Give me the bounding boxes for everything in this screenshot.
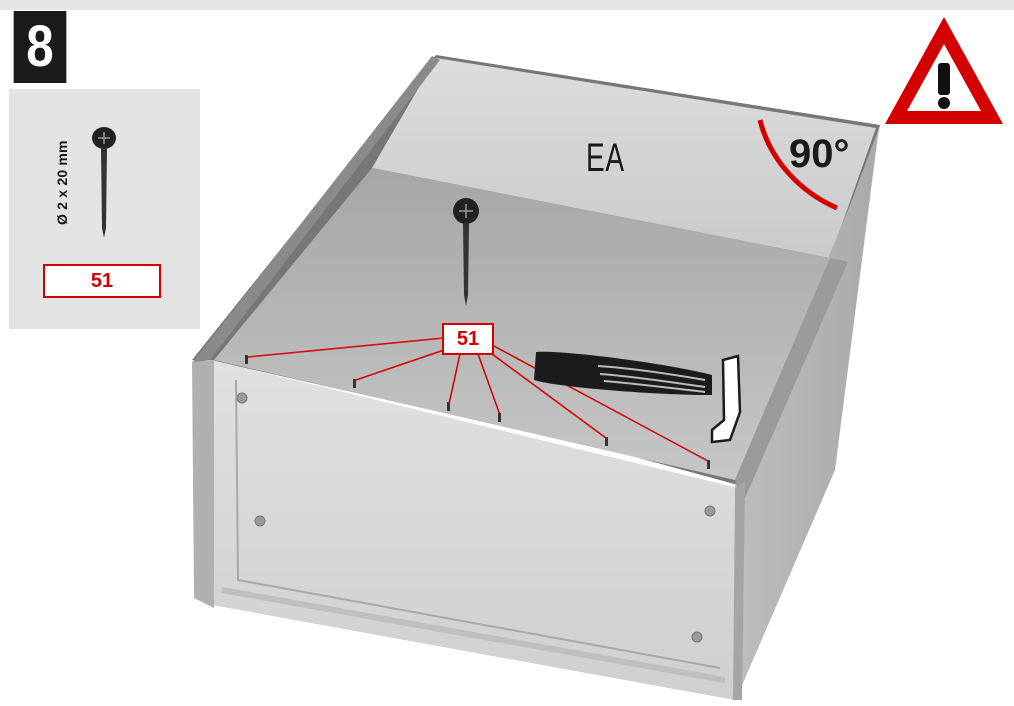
nail-markers <box>245 355 710 469</box>
step-number: 8 <box>13 11 67 83</box>
nail-size-label: Ø 2 x 20 mm <box>54 140 70 225</box>
bottom-panel <box>214 168 830 480</box>
callout-quantity-box: 51 <box>442 323 494 355</box>
front-panel <box>212 360 738 700</box>
angle-label: 90° <box>789 132 850 176</box>
back-panel-ea <box>372 58 876 258</box>
warning-triangle-icon <box>885 17 1003 124</box>
right-angle-arc <box>757 119 838 211</box>
nail-icon <box>92 127 116 238</box>
nail-quantity-box: 51 <box>43 264 161 298</box>
hammer-icon <box>534 351 742 444</box>
panel-label: EA <box>586 136 625 180</box>
top-bar <box>0 0 1014 10</box>
nail-detail-icon <box>453 198 479 306</box>
callout-leaders <box>247 337 709 462</box>
